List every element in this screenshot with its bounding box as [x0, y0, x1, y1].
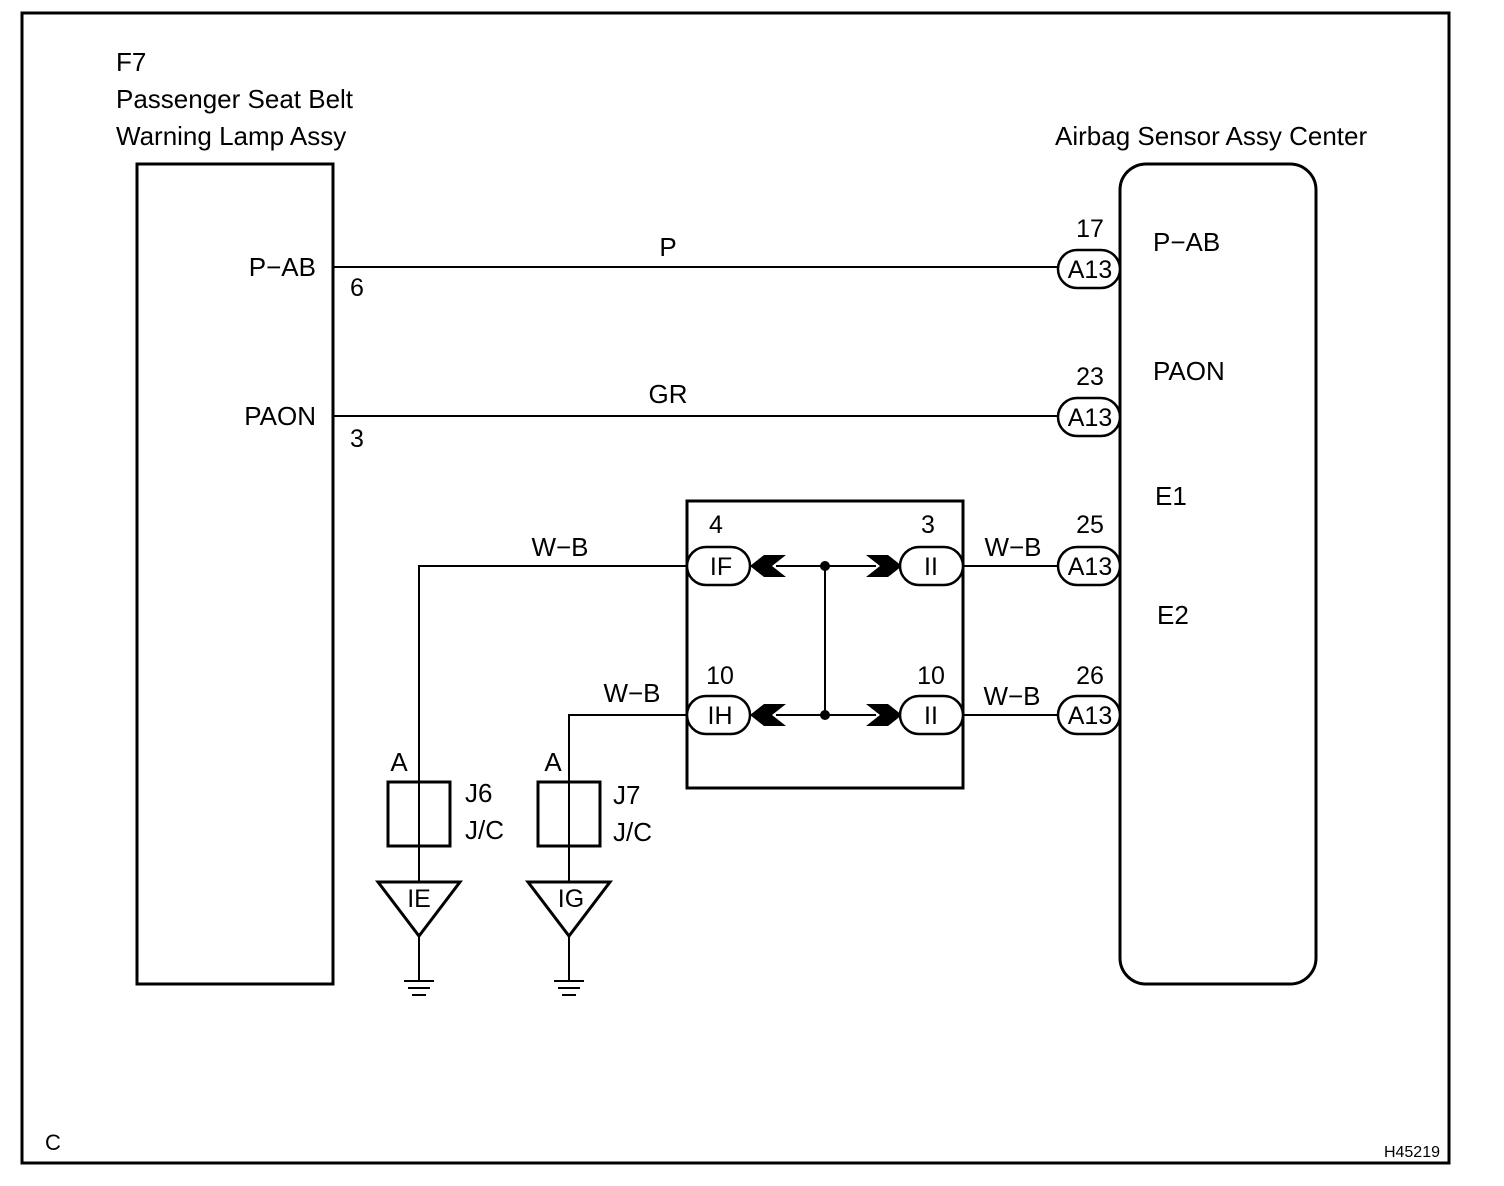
- left-component-name-line1: Passenger Seat Belt: [116, 84, 354, 114]
- connector-pin: 10: [706, 662, 734, 690]
- ground-code: IG: [558, 885, 584, 913]
- diagram-frame: [20, 11, 1451, 1165]
- right-terminal-name: P−AB: [1153, 227, 1220, 257]
- ground-point-ig: IG: [524, 880, 614, 980]
- connector-chevron: [866, 555, 902, 577]
- connector-ii-10: II 10: [898, 662, 965, 736]
- connector-code: IF: [710, 553, 732, 581]
- wire-w-b: [418, 565, 687, 782]
- right-terminal-name: E2: [1157, 600, 1189, 630]
- left-terminal-name: P−AB: [249, 252, 316, 282]
- ground-code: IE: [407, 885, 431, 913]
- connector-pin: 26: [1076, 662, 1104, 690]
- ground-symbol-icon: [554, 980, 584, 996]
- junction-block-type: J/C: [613, 817, 652, 847]
- wire-color-label: GR: [649, 379, 688, 409]
- wire-color-label: W−B: [531, 532, 588, 562]
- right-component-body: [1118, 162, 1318, 986]
- connector-chevron: [866, 704, 902, 726]
- connector-code: A13: [1068, 256, 1112, 284]
- right-terminal-name: E1: [1155, 481, 1187, 511]
- junction-block-j6: A J6 J/C: [386, 747, 504, 882]
- figure-id: H45219: [1384, 1144, 1440, 1161]
- connector-pin: 4: [709, 511, 723, 539]
- connector-code: A13: [1068, 702, 1112, 730]
- splice-point: [820, 710, 830, 720]
- left-component-code: F7: [116, 47, 146, 77]
- connector-a13-25: A13 25: [1056, 511, 1122, 587]
- wire-color-label: W−B: [984, 532, 1041, 562]
- connector-pin: 23: [1076, 363, 1104, 391]
- right-terminal-name: PAON: [1153, 356, 1225, 386]
- splice-point: [820, 561, 830, 571]
- wire-w-b: [568, 714, 687, 782]
- connector-a13-23: A13 23: [1056, 363, 1122, 438]
- junction-terminal-label: A: [544, 747, 562, 777]
- connector-a13-26: A13 26: [1056, 662, 1122, 736]
- connector-code: II: [924, 553, 938, 581]
- connector-ih: IH 10: [685, 662, 752, 736]
- wire-color-label: P: [659, 232, 676, 262]
- connector-chevron: [750, 704, 786, 726]
- connector-pin: 3: [921, 511, 935, 539]
- diagram-section-code: C: [45, 1130, 61, 1155]
- connector-pin: 10: [917, 662, 945, 690]
- junction-block-j7: A J7 J/C: [536, 747, 652, 882]
- connector-code: II: [924, 702, 938, 730]
- connector-code: A13: [1068, 553, 1112, 581]
- left-terminal-pin: 3: [350, 425, 364, 453]
- junction-block-type: J/C: [465, 815, 504, 845]
- connector-pin: 17: [1076, 215, 1104, 243]
- connector-code: IH: [708, 702, 733, 730]
- connector-if: IF 4: [685, 511, 752, 587]
- right-component-name: Airbag Sensor Assy Center: [1055, 121, 1367, 151]
- wire-color-label: W−B: [983, 681, 1040, 711]
- connector-pin: 25: [1076, 511, 1104, 539]
- left-terminal-pin: 6: [350, 274, 364, 302]
- junction-block-code: J7: [613, 780, 640, 810]
- left-terminal-name: PAON: [244, 401, 316, 431]
- ground-point-ie: IE: [374, 880, 464, 980]
- connector-code: A13: [1068, 404, 1112, 432]
- left-component-name-line2: Warning Lamp Assy: [116, 121, 346, 151]
- left-component-body: [135, 162, 335, 986]
- connector-a13-17: A13 17: [1056, 215, 1122, 290]
- wire-color-label: W−B: [603, 678, 660, 708]
- connector-chevron: [750, 555, 786, 577]
- junction-block-code: J6: [465, 778, 492, 808]
- ground-symbol-icon: [404, 980, 434, 996]
- junction-terminal-label: A: [390, 747, 408, 777]
